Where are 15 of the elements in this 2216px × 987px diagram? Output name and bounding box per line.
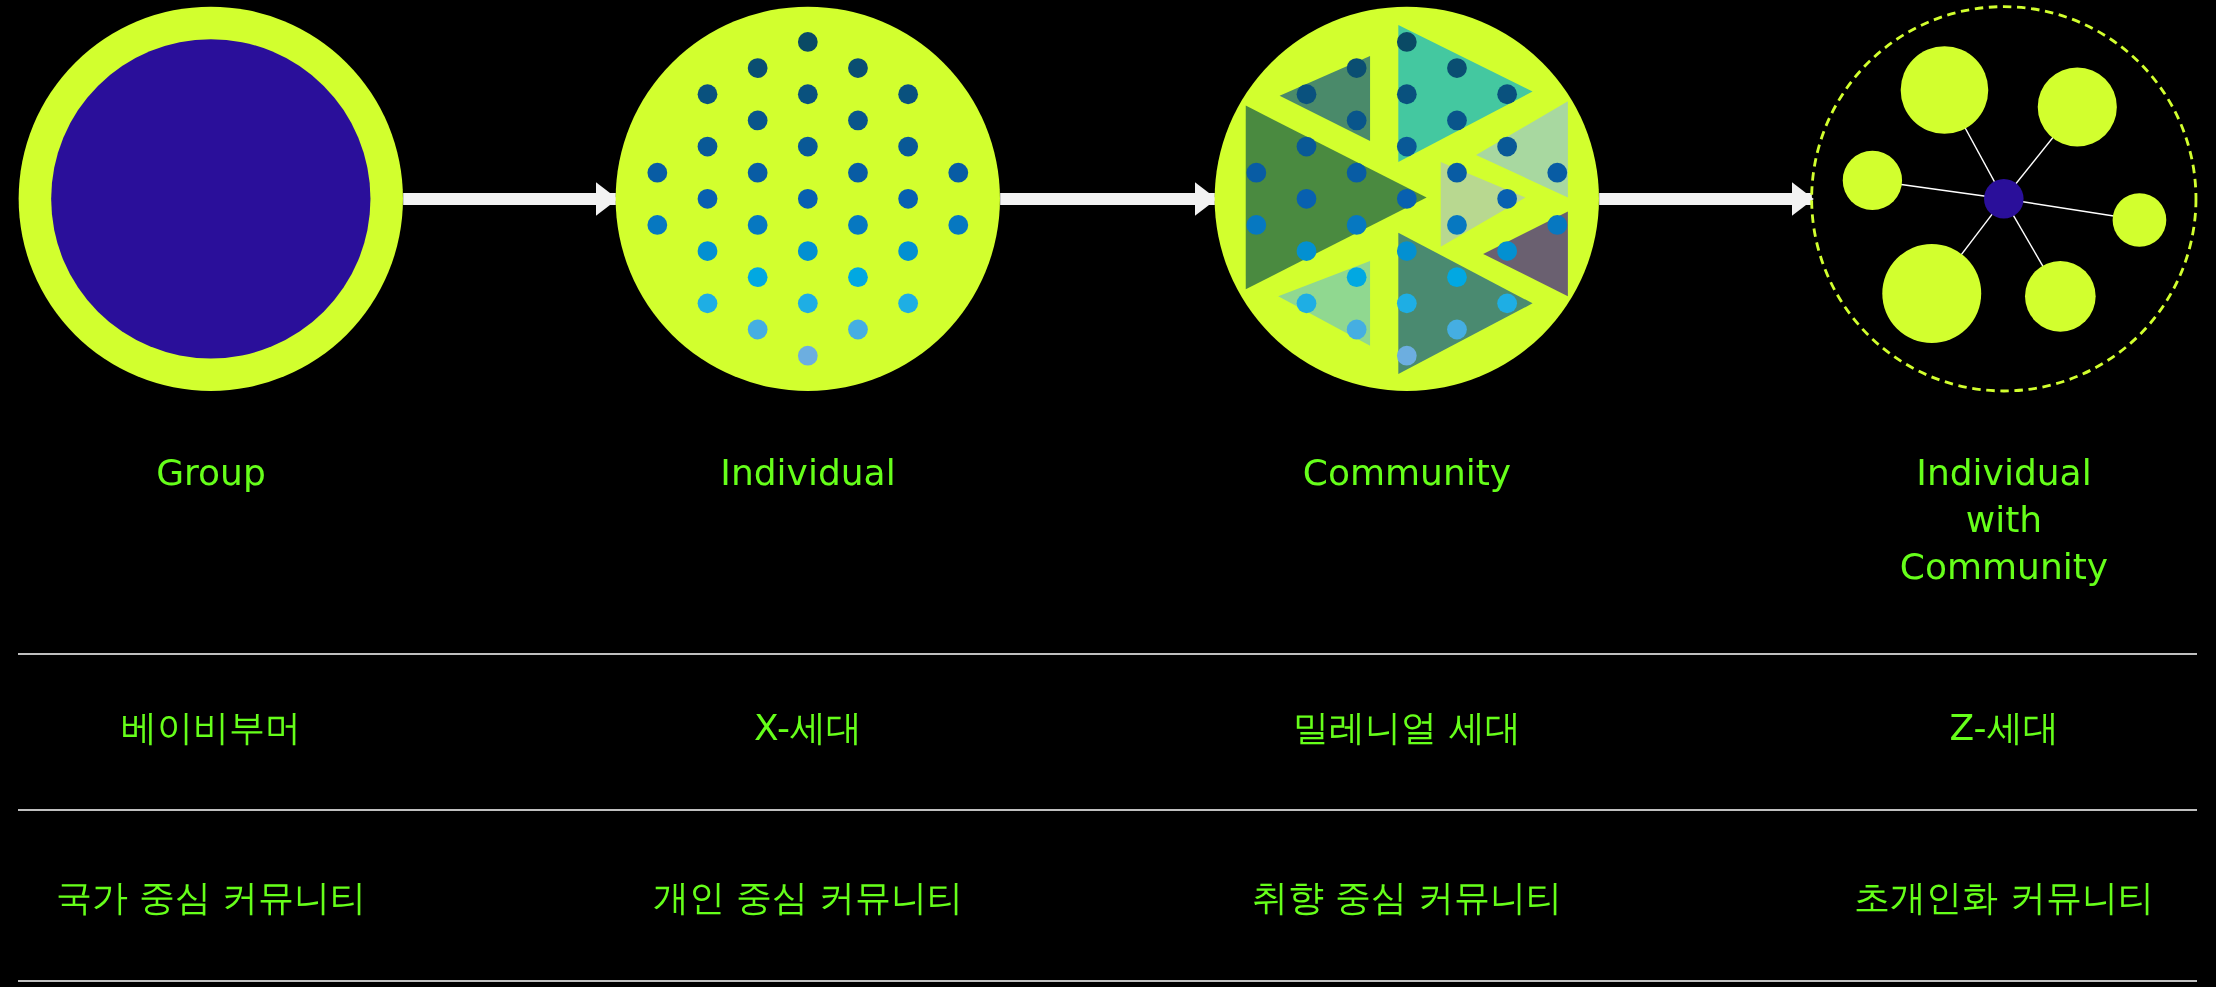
stage-label: Group (155, 451, 267, 495)
generation-label: 베이비부머 (120, 706, 302, 750)
community-type-label: 개인 중심 커뮤니티 (651, 876, 965, 920)
community-type-label: 국가 중심 커뮤니티 (54, 876, 368, 920)
stage-label: Individual with Community (1899, 451, 2109, 589)
stage-label: Community (1301, 451, 1513, 495)
arrow (1599, 182, 1814, 216)
community-type-label: 초개인화 커뮤니티 (1853, 876, 2155, 920)
generation-label: Z-세대 (1948, 706, 2060, 750)
stage-label: Individual (719, 451, 897, 495)
generation-label: X-세대 (753, 706, 863, 750)
community-type-label: 취향 중심 커뮤니티 (1250, 876, 1564, 920)
generation-label: 밀레니얼 세대 (1292, 706, 1522, 750)
arrow (403, 182, 618, 216)
arrow (1000, 182, 1217, 216)
